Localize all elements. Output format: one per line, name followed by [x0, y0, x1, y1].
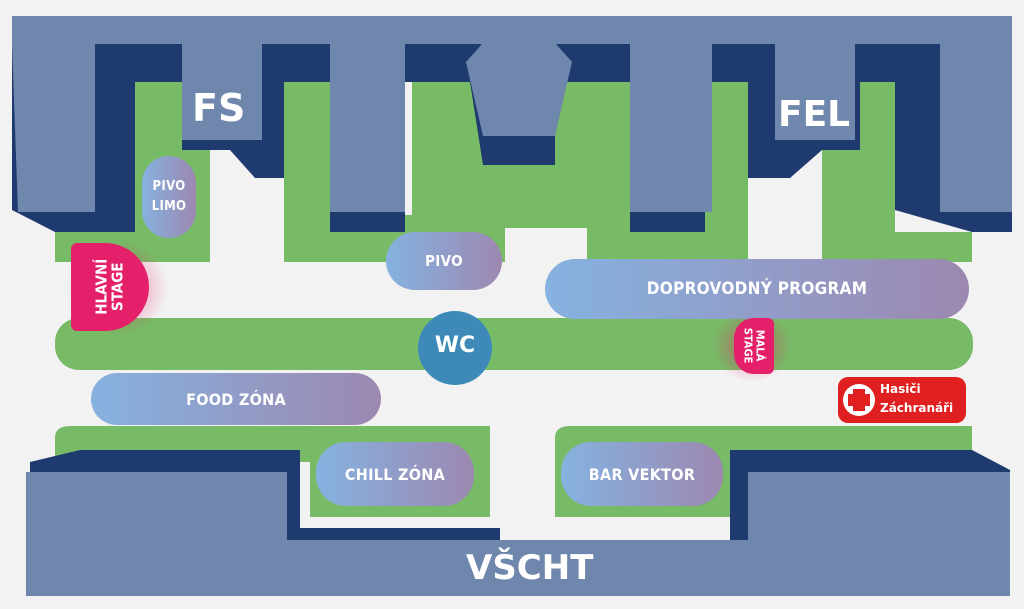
zone-doprovodny-program[interactable]: DOPROVODNÝ PROGRAM	[545, 259, 969, 319]
stage-mala-line2: STAGE	[741, 328, 755, 364]
stage-hlavni[interactable]: HLAVNÍ STAGE	[71, 243, 149, 331]
zone-pivo[interactable]: PIVO	[386, 232, 502, 290]
building-label-fs: FS	[192, 86, 246, 130]
building-label-vscht: VŠCHT	[466, 548, 594, 588]
grass-main-path	[55, 318, 973, 370]
stage-hlavni-line2: STAGE	[107, 262, 126, 312]
zone-chill[interactable]: CHILL ZÓNA	[316, 442, 474, 506]
fire-station[interactable]: Hasiči Záchranáři	[880, 380, 964, 418]
stage-mala[interactable]: MALÁ STAGE	[734, 318, 774, 374]
fire-station-line2: Záchranáři	[880, 401, 954, 415]
zone-food[interactable]: FOOD ZÓNA	[91, 373, 381, 425]
wc-label: WC	[434, 333, 476, 358]
zone-bar-vektor[interactable]: BAR VEKTOR	[561, 442, 723, 506]
center-building-cap	[470, 58, 568, 132]
wc-marker[interactable]	[418, 311, 492, 385]
stage-mala-line1: MALÁ	[753, 330, 767, 362]
zone-pivo-limo-line1: PIVO	[152, 179, 186, 194]
zone-pivo-limo-line2: LIMO	[151, 199, 187, 214]
vscht-building	[26, 450, 1010, 596]
zone-pivo-limo[interactable]: PIVO LIMO	[142, 156, 196, 238]
top-buildings	[12, 16, 1012, 232]
building-label-fel: FEL	[778, 94, 851, 135]
fire-station-line1: Hasiči	[880, 382, 921, 396]
red-cross-icon	[838, 377, 966, 423]
